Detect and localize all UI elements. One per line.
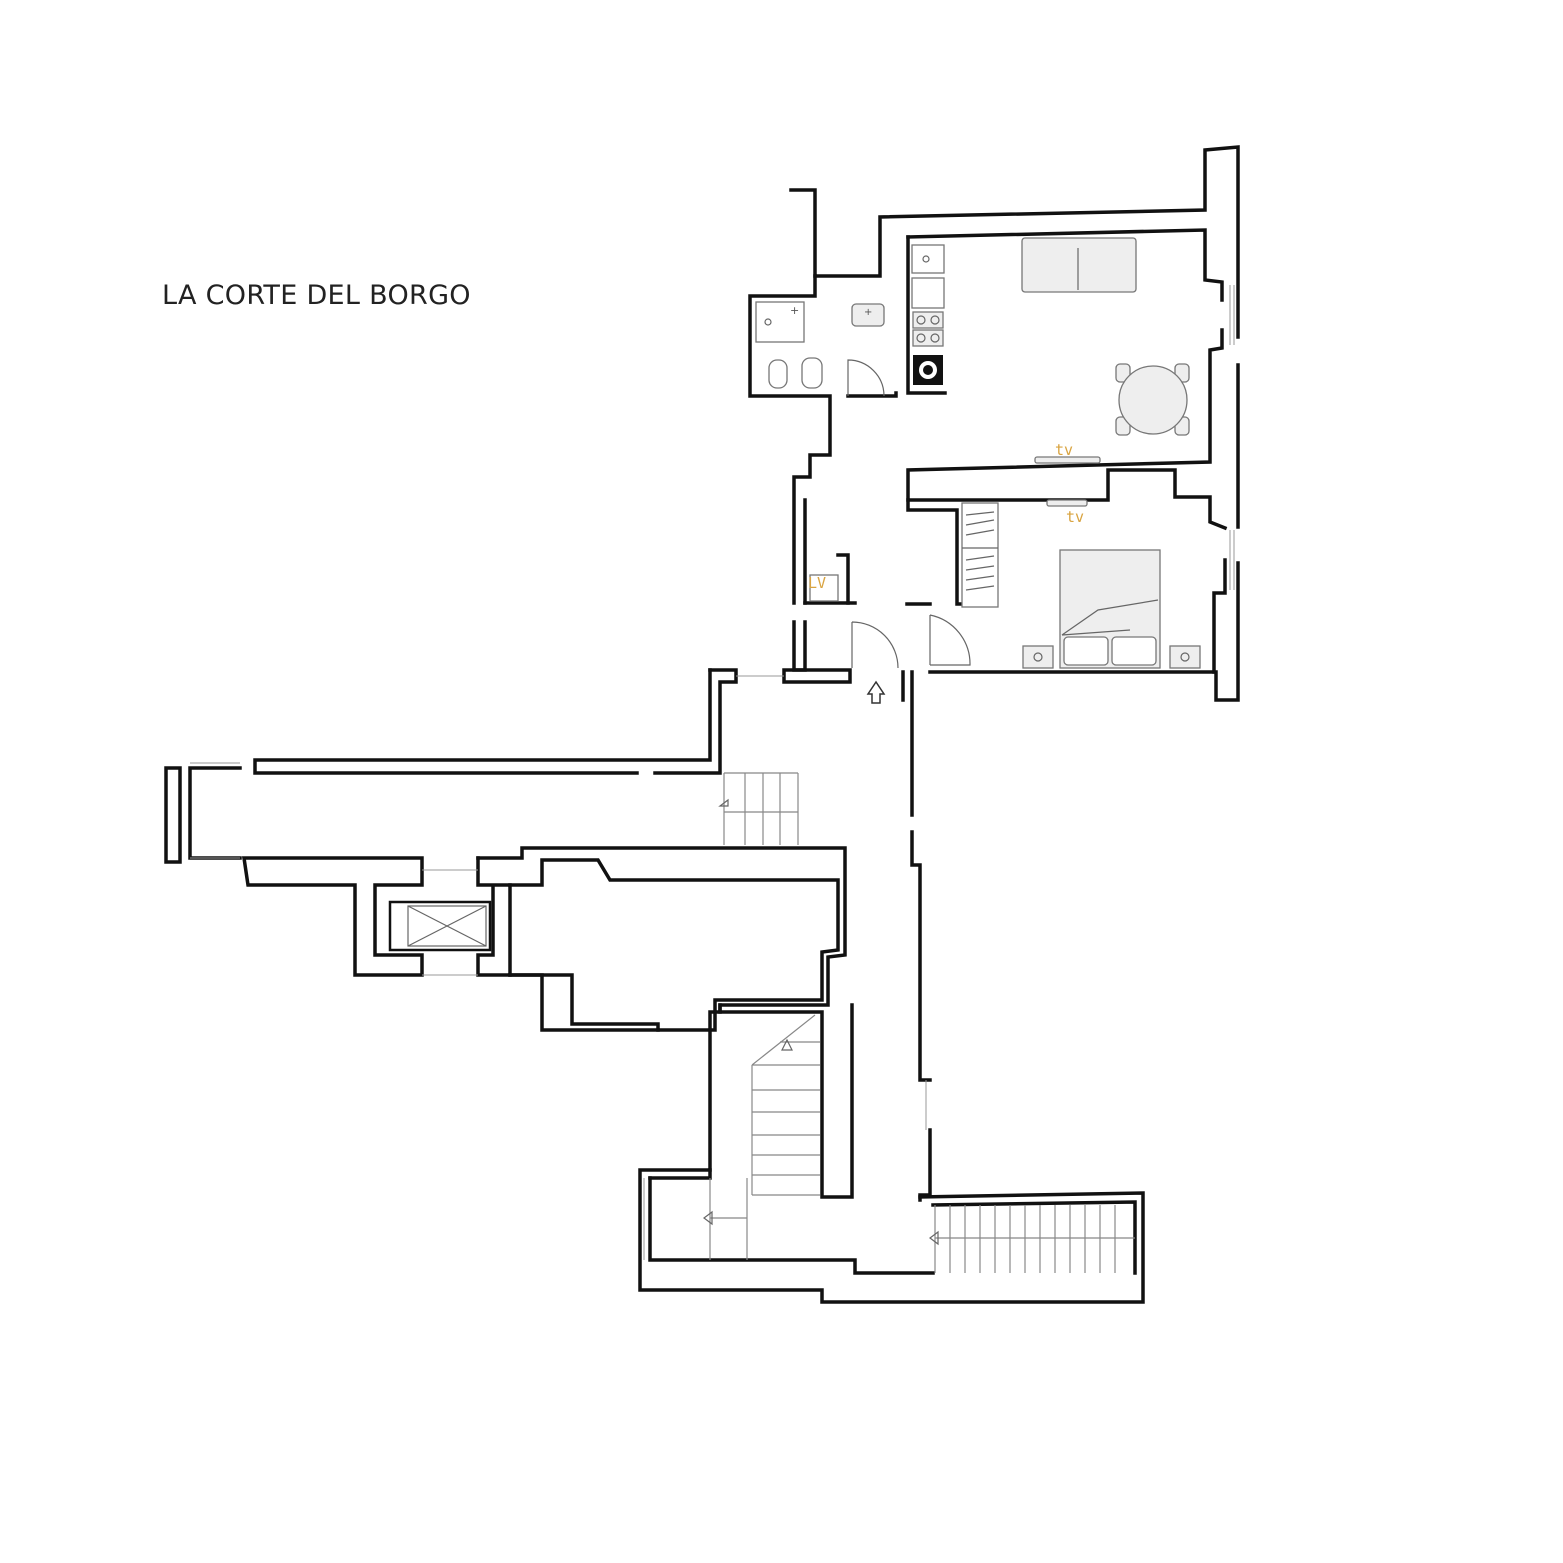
doors (847, 359, 971, 669)
tv-living-label: tv (1055, 441, 1073, 459)
stairs-main (703, 1014, 820, 1260)
page-title: LA CORTE DEL BORGO (162, 280, 471, 311)
tv-bedroom (1046, 499, 1088, 507)
elevator (388, 900, 492, 952)
sink (851, 303, 885, 327)
building-walls (164, 668, 1145, 1304)
bathroom-fixtures: + + (755, 301, 885, 389)
svg-text:+: + (790, 304, 799, 317)
nightstand-right (1169, 645, 1201, 669)
stair-direction-arrow-icon (718, 798, 729, 807)
entrance-arrow-icon (866, 680, 886, 704)
windows (190, 285, 1235, 1260)
bedroom-furniture (961, 499, 1201, 669)
stair-direction-arrow-icon (703, 1210, 713, 1226)
laundry-unit (809, 574, 839, 602)
svg-text:+: + (864, 307, 872, 318)
stair-direction-arrow-icon (781, 1038, 793, 1051)
kitchen-fixtures (911, 244, 945, 385)
shower-tray (755, 301, 805, 343)
stair-direction-arrow-icon (929, 1230, 939, 1246)
round-table (1118, 365, 1188, 435)
living-furniture (1021, 237, 1190, 464)
toilet (768, 359, 788, 389)
sofa (1021, 237, 1137, 293)
stairs-south (929, 1205, 1135, 1273)
stairs-corridor (718, 772, 799, 845)
bidet (801, 357, 823, 389)
tv-bedroom-label: tv (1066, 508, 1084, 526)
nightstand-left (1022, 645, 1054, 669)
laundry-label: LV (808, 574, 826, 592)
kitchen-sink (911, 244, 945, 274)
wardrobe (961, 502, 999, 608)
tv-living (1034, 456, 1101, 464)
